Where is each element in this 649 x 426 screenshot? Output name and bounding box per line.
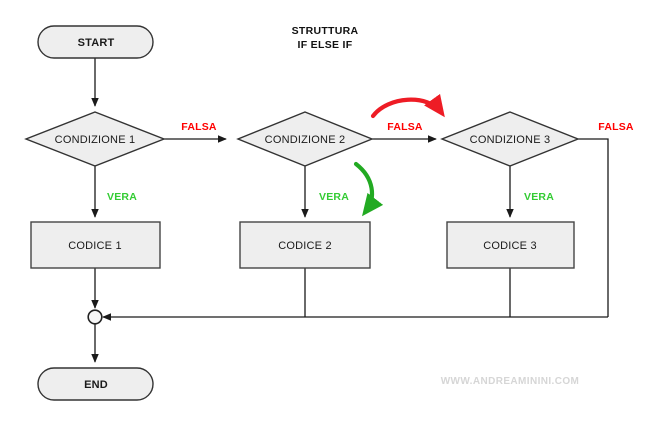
- edge-label-false-3: FALSA: [598, 121, 634, 133]
- condizione-2-label: CONDIZIONE 2: [265, 134, 346, 146]
- condizione-3-label: CONDIZIONE 3: [470, 134, 551, 146]
- end-label: END: [84, 379, 108, 391]
- node-codice-2[interactable]: CODICE 2: [239, 221, 371, 269]
- edge-label-false-2: FALSA: [387, 121, 423, 133]
- edge-label-true-2: VERA: [319, 191, 349, 203]
- title-line-1: STRUTTURA: [292, 25, 359, 37]
- highlight-green-curved-arrow: [353, 161, 384, 217]
- start-shape: [37, 25, 154, 59]
- condizione-1-shape: [24, 111, 166, 167]
- codice-2-shape: [239, 221, 371, 269]
- condizione-3-shape: [440, 111, 580, 167]
- condizione-1-label: CONDIZIONE 1: [55, 134, 136, 146]
- node-condizione-1[interactable]: CONDIZIONE 1: [24, 111, 166, 167]
- codice-3-label: CODICE 3: [483, 240, 537, 252]
- connector-cond3-false-rail: [578, 138, 609, 317]
- node-condizione-2[interactable]: CONDIZIONE 2: [236, 111, 374, 167]
- diagram-title: STRUTTURA IF ELSE IF: [292, 25, 359, 51]
- node-end[interactable]: END: [37, 367, 154, 401]
- node-codice-3[interactable]: CODICE 3: [446, 221, 575, 269]
- node-start[interactable]: START: [37, 25, 154, 59]
- node-codice-1[interactable]: CODICE 1: [30, 221, 161, 269]
- edge-label-false-1: FALSA: [181, 121, 217, 133]
- highlight-red-curved-arrow: [370, 93, 445, 119]
- condizione-2-shape: [236, 111, 374, 167]
- codice-1-label: CODICE 1: [68, 240, 122, 252]
- node-condizione-3[interactable]: CONDIZIONE 3: [440, 111, 580, 167]
- start-label: START: [78, 37, 115, 49]
- edge-label-true-3: VERA: [524, 191, 554, 203]
- merge-junction-node[interactable]: [87, 309, 103, 325]
- end-shape: [37, 367, 154, 401]
- codice-3-shape: [446, 221, 575, 269]
- connectors: [91, 58, 609, 363]
- codice-1-shape: [30, 221, 161, 269]
- edge-label-true-1: VERA: [107, 191, 137, 203]
- codice-2-label: CODICE 2: [278, 240, 332, 252]
- title-line-2: IF ELSE IF: [298, 39, 353, 51]
- watermark-text: WWW.ANDREAMININI.COM: [441, 376, 580, 387]
